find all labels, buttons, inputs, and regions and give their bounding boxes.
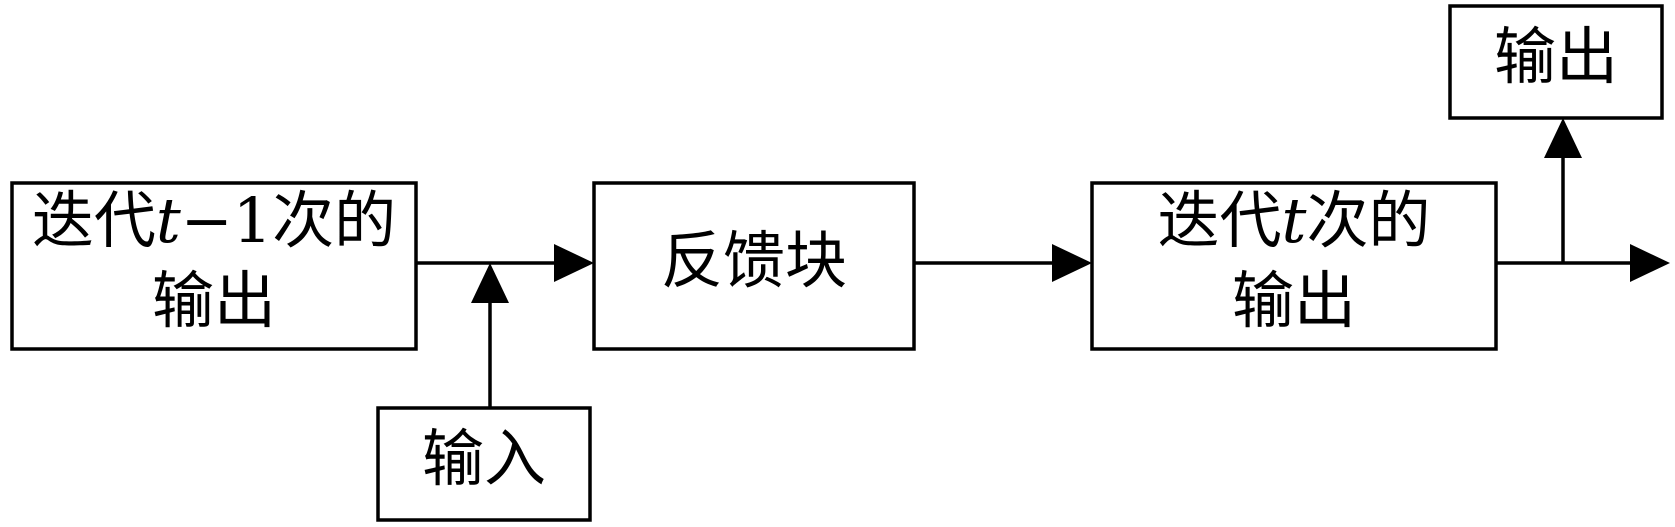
prev-iteration-output-box: [10, 181, 418, 351]
current-iteration-output-line2: 输出: [1232, 264, 1356, 337]
branch-to-output-connector: [1544, 118, 1582, 263]
input-to-main-connector: [471, 263, 509, 408]
prev-iteration-output-line1: 迭代t−1次的: [32, 184, 396, 257]
branch-to-output-arrowhead: [1544, 118, 1582, 158]
output-label: 输出: [1494, 20, 1618, 93]
current-iteration-output-node: 迭代t次的 输出: [1090, 181, 1498, 351]
input-node: 输入: [376, 406, 592, 522]
current-iteration-output-box: [1090, 181, 1498, 351]
prev-to-feedback-arrowhead: [554, 244, 594, 282]
feedback-block-node: 反馈块: [592, 181, 916, 351]
output-node: 输出: [1448, 4, 1664, 120]
feedback-to-current-connector: [914, 244, 1092, 282]
input-label: 输入: [422, 422, 546, 495]
input-to-main-arrowhead: [471, 263, 509, 303]
feedback-block-label: 反馈块: [661, 224, 847, 297]
prev-iteration-output-line2: 输出: [152, 264, 276, 337]
prev-to-feedback-connector: [416, 244, 594, 282]
exit-arrowhead: [1630, 244, 1670, 282]
current-iteration-output-line1: 迭代t次的: [1158, 184, 1431, 257]
current-to-exit-connector: [1496, 244, 1670, 282]
output-box: [1448, 4, 1664, 120]
input-box: [376, 406, 592, 522]
feedback-to-current-arrowhead: [1052, 244, 1092, 282]
feedback-block-box: [592, 181, 916, 351]
prev-iteration-output-node: 迭代t−1次的 输出: [10, 181, 418, 351]
